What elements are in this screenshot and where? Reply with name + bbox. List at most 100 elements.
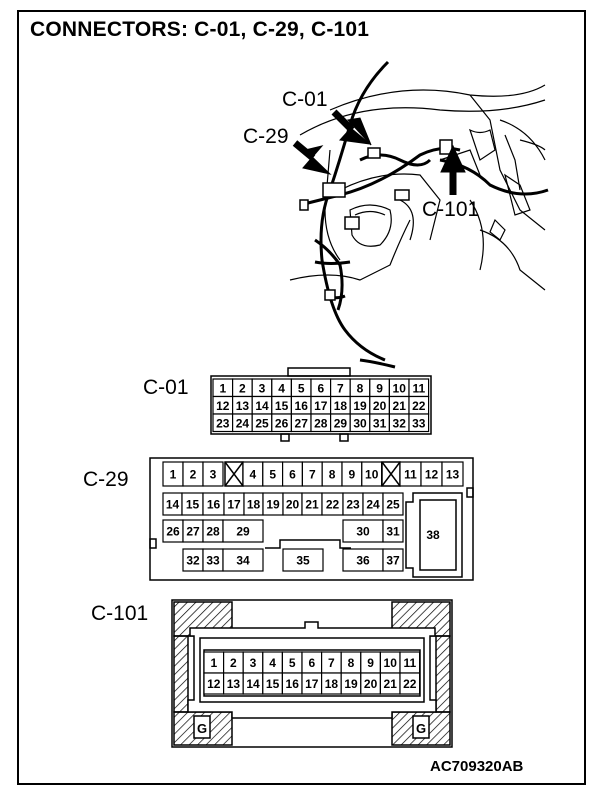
connector-label-c01: C-01 bbox=[143, 376, 189, 399]
c29-pin-35: 35 bbox=[296, 554, 310, 568]
c101-pin-1: 1 bbox=[210, 656, 217, 670]
c101-pin-18: 18 bbox=[325, 677, 339, 691]
c101-pin-6: 6 bbox=[308, 656, 315, 670]
c01-pin-23: 23 bbox=[216, 416, 230, 430]
c101-pin-21: 21 bbox=[384, 677, 398, 691]
page-title: CONNECTORS: C-01, C-29, C-101 bbox=[30, 18, 370, 41]
c29-pin-12: 12 bbox=[425, 468, 439, 482]
c29-pin-3: 3 bbox=[210, 468, 217, 482]
c101-pin-14: 14 bbox=[246, 677, 260, 691]
c29-pin-36: 36 bbox=[356, 554, 370, 568]
connector-label-c29: C-29 bbox=[83, 468, 129, 491]
c29-pin-34: 34 bbox=[236, 554, 250, 568]
c101-pin-15: 15 bbox=[266, 677, 280, 691]
c29-pin-14: 14 bbox=[166, 498, 180, 512]
c29-pin-30: 30 bbox=[356, 525, 370, 539]
c29-pin-26: 26 bbox=[166, 525, 180, 539]
c29-pin-15: 15 bbox=[186, 498, 200, 512]
c29-pin-8: 8 bbox=[329, 468, 336, 482]
c01-pin-14: 14 bbox=[255, 399, 269, 413]
c29-pin-7: 7 bbox=[309, 468, 316, 482]
c01-pin-6: 6 bbox=[317, 381, 324, 395]
c01-pin-17: 17 bbox=[314, 399, 328, 413]
c29-pin-3-cell bbox=[202, 461, 224, 487]
c29-pin-18: 18 bbox=[247, 498, 261, 512]
c29-pin-28: 28 bbox=[206, 525, 220, 539]
c101-pin-19: 19 bbox=[344, 677, 358, 691]
c101-pin-22-cell bbox=[399, 672, 421, 695]
c101-pin-3: 3 bbox=[250, 656, 257, 670]
c29-pin-38: 38 bbox=[426, 528, 440, 542]
c01-pin-15: 15 bbox=[275, 399, 289, 413]
c01-pin-13: 13 bbox=[236, 399, 250, 413]
c29-pin-35-cell bbox=[282, 548, 324, 572]
c29-pin-24: 24 bbox=[366, 498, 380, 512]
c29-pin-5: 5 bbox=[269, 468, 276, 482]
c01-pin-30: 30 bbox=[353, 416, 367, 430]
photo-label-c29: C-29 bbox=[243, 125, 289, 148]
c01-pin-16: 16 bbox=[295, 399, 309, 413]
c101-pin-17: 17 bbox=[305, 677, 319, 691]
c29-pin-10-cell bbox=[361, 461, 383, 487]
connector-c01-drawing bbox=[210, 367, 432, 442]
c01-pin-24: 24 bbox=[236, 416, 250, 430]
c01-pin-21: 21 bbox=[393, 399, 407, 413]
c01-pin-4: 4 bbox=[278, 381, 285, 395]
c01-pin-27: 27 bbox=[295, 416, 309, 430]
c29-pin-21: 21 bbox=[305, 498, 319, 512]
c29-pin-25-cell bbox=[382, 492, 404, 516]
c101-pin-8: 8 bbox=[348, 656, 355, 670]
c29-pin-37: 37 bbox=[386, 554, 400, 568]
c01-pin-33: 33 bbox=[412, 416, 426, 430]
c29-pin-20: 20 bbox=[286, 498, 300, 512]
c01-pin-10: 10 bbox=[393, 381, 407, 395]
c01-pin-12: 12 bbox=[216, 399, 230, 413]
c01-pin-11: 11 bbox=[412, 381, 425, 395]
c29-pin-9: 9 bbox=[349, 468, 356, 482]
c29-pin-37-cell bbox=[382, 548, 404, 572]
pointer-arrows bbox=[292, 109, 466, 195]
c101-pin-7: 7 bbox=[328, 656, 335, 670]
c01-pin-18: 18 bbox=[334, 399, 348, 413]
c29-pin-16: 16 bbox=[207, 498, 221, 512]
c29-pin-1: 1 bbox=[170, 468, 177, 482]
c29-pin-29: 29 bbox=[236, 525, 250, 539]
c01-pin-26: 26 bbox=[275, 416, 289, 430]
c101-pin-4: 4 bbox=[269, 656, 276, 670]
figure-frame bbox=[17, 10, 586, 785]
c29-pin-13: 13 bbox=[446, 468, 460, 482]
c01-pin-32: 32 bbox=[393, 416, 407, 430]
c101-pin-9: 9 bbox=[367, 656, 374, 670]
c01-pin-7: 7 bbox=[337, 381, 344, 395]
c29-pin-2: 2 bbox=[190, 468, 197, 482]
c101-pin-20: 20 bbox=[364, 677, 378, 691]
c01-pin-22: 22 bbox=[412, 399, 426, 413]
c29-pin-22: 22 bbox=[326, 498, 340, 512]
c29-pin-17: 17 bbox=[227, 498, 241, 512]
c01-pin-31: 31 bbox=[373, 416, 387, 430]
c101-pin-16: 16 bbox=[286, 677, 300, 691]
photo-label-c01: C-01 bbox=[282, 88, 328, 111]
c101-ground-left: G bbox=[197, 721, 207, 736]
c01-pin-5: 5 bbox=[298, 381, 305, 395]
c01-pin-1: 1 bbox=[219, 381, 226, 395]
connector-c29-drawing bbox=[149, 457, 474, 581]
c101-pin-10: 10 bbox=[384, 656, 398, 670]
c29-pin-11: 11 bbox=[404, 468, 417, 482]
c29-pin-6: 6 bbox=[289, 468, 296, 482]
c101-pin-13: 13 bbox=[227, 677, 241, 691]
c29-pin-13-cell bbox=[441, 461, 464, 487]
c29-pin-31: 31 bbox=[386, 525, 400, 539]
c01-pin-3: 3 bbox=[259, 381, 266, 395]
c29-pin-10: 10 bbox=[365, 468, 379, 482]
c01-pin-25: 25 bbox=[255, 416, 269, 430]
c29-pin-19: 19 bbox=[266, 498, 280, 512]
figure-code: AC709320AB bbox=[430, 758, 524, 775]
c01-pin-2: 2 bbox=[239, 381, 246, 395]
c101-ground-right: G bbox=[416, 721, 426, 736]
c01-pin-33-cell bbox=[408, 413, 430, 433]
c29-pin-33: 33 bbox=[206, 554, 220, 568]
